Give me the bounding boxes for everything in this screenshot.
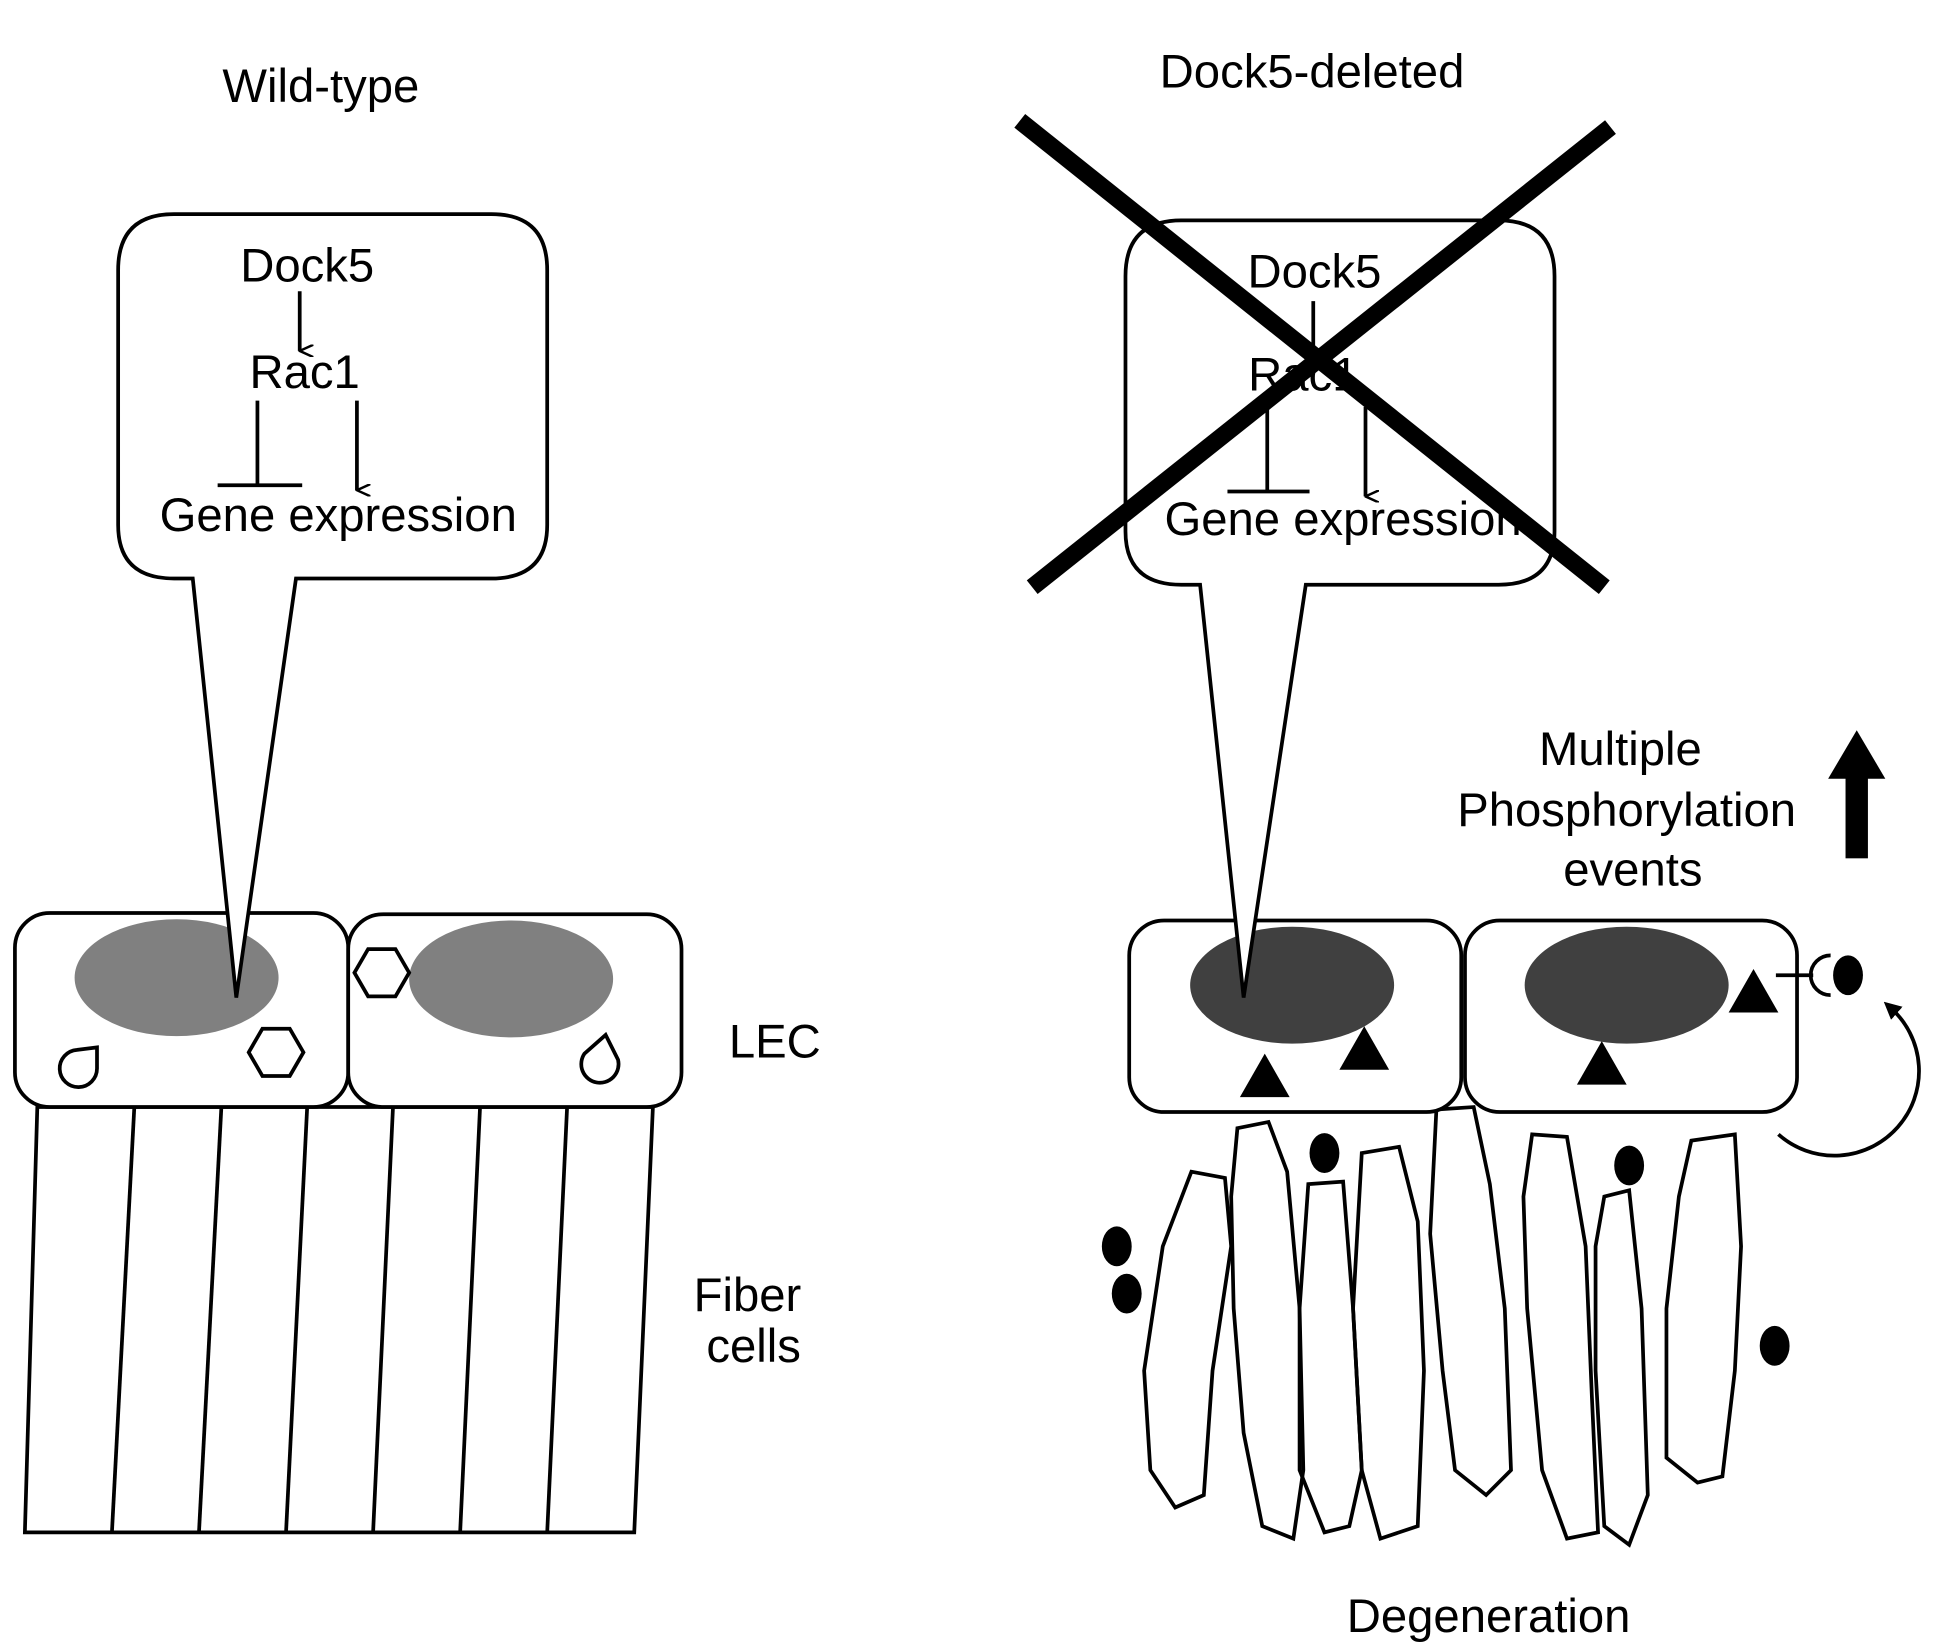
gene-expression-label: Gene expression (160, 489, 517, 542)
phospho-line1: Multiple (1539, 723, 1702, 776)
lec-cells-mutant (1127, 918, 1831, 1114)
degenerated-fibers (1142, 1105, 1743, 1548)
cross-out-icon (1014, 114, 1616, 595)
phospho-line2: Phosphorylation (1457, 784, 1796, 837)
fiber-label: Fiber (694, 1269, 802, 1322)
droplet-icon (57, 1045, 99, 1089)
triangle-icon (1239, 1053, 1290, 1098)
callout-bubble (116, 212, 550, 998)
nucleus (409, 920, 614, 1038)
dock5-label: Dock5 (240, 239, 374, 292)
nucleus (1524, 926, 1729, 1044)
triangle-icon (1728, 969, 1779, 1013)
wild-type-panel: Wild-type Dock5 Rac1 (13, 60, 821, 1535)
secreted-dots (1101, 955, 1863, 1366)
dock5-label: Dock5 (1248, 245, 1382, 298)
gene-expression-label: Gene expression (1165, 493, 1522, 546)
increase-arrow-icon (1828, 730, 1886, 859)
triangle-icon (1576, 1041, 1627, 1085)
hexagon-icon (246, 1026, 306, 1078)
degeneration-label: Degeneration (1347, 1590, 1631, 1643)
triangle-icon (1339, 1026, 1390, 1070)
phospho-line3: events (1563, 844, 1702, 897)
callout-bubble (1123, 218, 1557, 998)
fiber-cells (22, 1105, 655, 1535)
nucleus (74, 919, 279, 1037)
dock5-deleted-title: Dock5-deleted (1160, 45, 1465, 98)
hexagon-icon (352, 947, 412, 999)
dock5-deleted-panel: Dock5-deleted (1014, 45, 1921, 1643)
receptor-icon (1808, 953, 1831, 997)
droplet-icon (579, 1031, 621, 1085)
wild-type-title: Wild-type (222, 60, 419, 113)
cells-label: cells (706, 1320, 801, 1373)
rac1-label: Rac1 (250, 346, 360, 399)
nucleus (1190, 926, 1395, 1044)
lec-label: LEC (729, 1015, 821, 1068)
lec-cells (13, 911, 684, 1109)
feedback-arrow (1777, 1001, 1921, 1158)
